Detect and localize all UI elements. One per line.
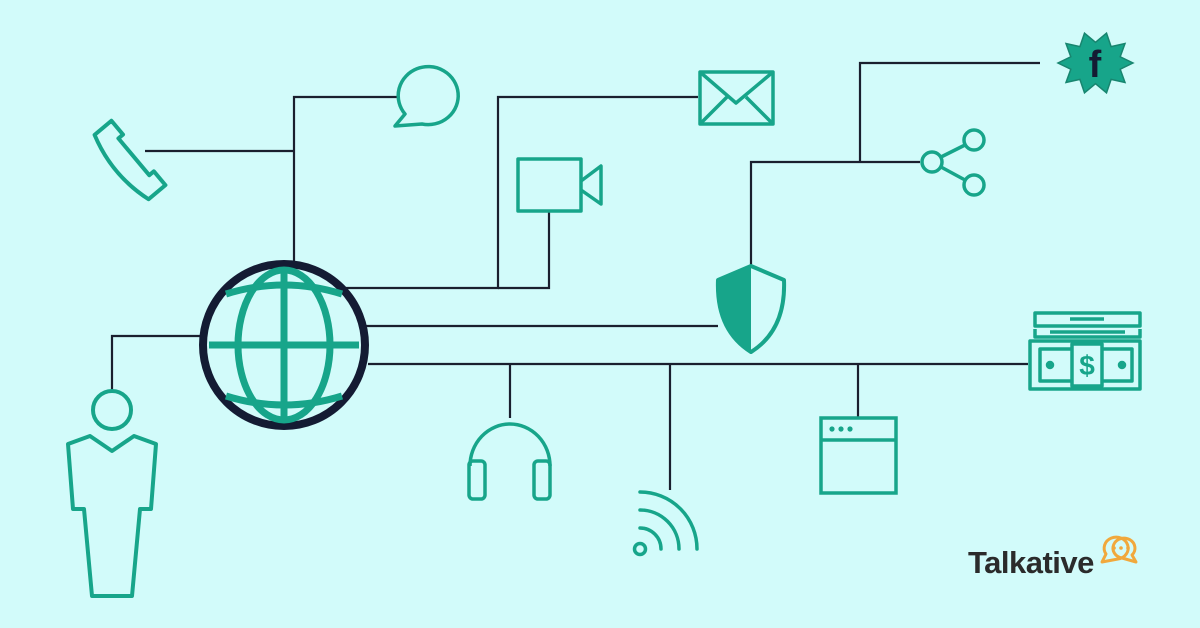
facebook-icon: f bbox=[1056, 31, 1135, 95]
money-stack-icon: $ bbox=[1028, 311, 1142, 391]
browser-window-icon bbox=[819, 416, 898, 495]
line-email bbox=[345, 95, 698, 290]
dollar-glyph: $ bbox=[1079, 350, 1095, 381]
email-envelope-icon bbox=[698, 70, 775, 126]
brand-name: Talkative bbox=[968, 545, 1094, 580]
line-person bbox=[110, 334, 205, 390]
line-chat-trunk bbox=[292, 95, 398, 265]
share-icon bbox=[920, 128, 986, 197]
chat-bubble-icon bbox=[393, 64, 460, 128]
wifi-signal-icon bbox=[632, 490, 699, 557]
security-shield-icon bbox=[715, 264, 787, 354]
person-user-icon bbox=[66, 389, 158, 598]
line-facebook bbox=[858, 61, 1040, 162]
line-shield-up bbox=[749, 160, 920, 266]
talkative-logo: Talkative bbox=[968, 532, 1142, 578]
globe-icon bbox=[199, 260, 369, 430]
headset-icon bbox=[467, 422, 552, 501]
facebook-glyph: f bbox=[1089, 44, 1102, 86]
phone-icon bbox=[92, 118, 168, 202]
line-video bbox=[498, 212, 551, 290]
video-camera-icon bbox=[516, 157, 603, 213]
speech-bubbles-logo-icon bbox=[1100, 535, 1138, 564]
connector-lines bbox=[110, 61, 1040, 490]
